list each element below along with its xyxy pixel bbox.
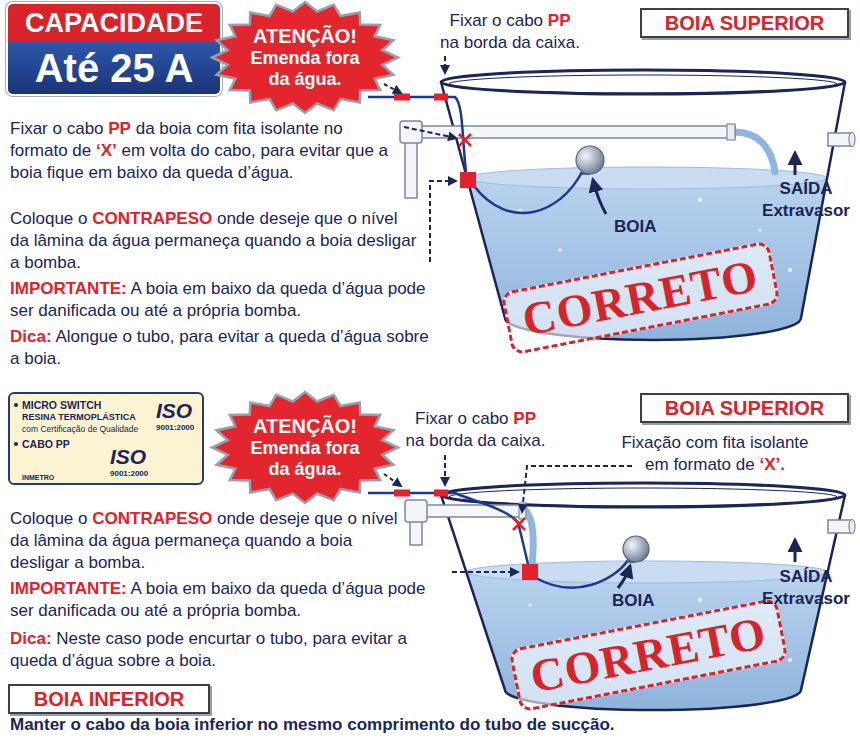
badge-value: Até 25 A [8, 42, 220, 94]
note-paragraph: Fixar o cabo PP na borda da caixa. [393, 408, 558, 452]
highlight-text: PP [513, 409, 536, 428]
section-tag: BOIA INFERIOR [8, 684, 210, 714]
capacity-badge: CAPACIDADEAté 25 A [8, 4, 220, 94]
note-paragraph: Manter o cabo da boia inferior no mesmo … [10, 714, 855, 736]
bullet-dot [14, 403, 18, 407]
note-text: BOIA [612, 591, 655, 610]
note-paragraph: Fixar o cabo PP da boia com fita isolant… [10, 118, 398, 184]
warning-text: Emenda fora da água. [245, 438, 365, 480]
feature-note: com Certificação de Qualidade [22, 424, 138, 434]
note-paragraph: Fixar o cabo PP na borda da caixa. [400, 10, 620, 54]
feature-text: CABO PP [22, 438, 70, 450]
section-tag: BOIA SUPERIOR [640, 8, 849, 38]
note-paragraph: SAÍDA Extravasor [758, 178, 854, 222]
note-paragraph: Coloque o CONTRAPESO onde deseje que o n… [10, 508, 405, 574]
highlight-text: IMPORTANTE: [10, 579, 127, 598]
section-title: BOIA SUPERIOR [650, 11, 839, 35]
note-paragraph: BOIA [614, 216, 657, 238]
note-paragraph: Dica: Neste caso pode encurtar o tubo, p… [10, 628, 440, 672]
iso-logo: ISO [156, 400, 192, 422]
note-paragraph: Fixação com fita isolante em formato de … [615, 432, 815, 476]
iso-number: 9001:2000 [156, 423, 194, 432]
correct-stamp: CORRETO [500, 241, 780, 356]
feature-text: MICRO SWITCH [22, 399, 101, 411]
note-text: Coloque o [10, 209, 88, 228]
badge-title: CAPACIDADE [8, 4, 220, 42]
highlight-text: PP [548, 11, 571, 30]
highlight-text: Dica: [10, 327, 52, 346]
correct-stamp: CORRETO [508, 598, 788, 713]
warning-starburst: ATENÇÃO!Emenda fora da água. [210, 0, 400, 115]
highlight-text: PP [108, 119, 131, 138]
note-paragraph: SAÍDA Extravasor [758, 566, 854, 610]
highlight-text: Dica: [10, 629, 52, 648]
stamp-text: CORRETO [518, 248, 763, 349]
warning-title: ATENÇÃO! [253, 25, 357, 48]
warning-text: Emenda fora da água. [245, 48, 365, 90]
certification-box: MICRO SWITCHRESINA TERMOPLÁSTICAcom Cert… [8, 392, 204, 485]
warning-title: ATENÇÃO! [253, 415, 357, 438]
warning-starburst: ATENÇÃO!Emenda fora da água. [210, 390, 400, 505]
note-paragraph: Coloque o CONTRAPESO onde deseje que o n… [10, 208, 420, 274]
note-text: Manter o cabo da boia inferior no mesmo … [10, 715, 615, 734]
note-text: Coloque o [10, 509, 88, 528]
iso-number: 9001:2000 [110, 469, 148, 478]
highlight-text: CONTRAPESO [92, 509, 212, 528]
note-text: Fixar o cabo [415, 409, 509, 428]
highlight-text: CONTRAPESO [92, 209, 212, 228]
note-paragraph: Dica: Alongue o tubo, para evitar a qued… [10, 326, 430, 370]
note-text: SAÍDA Extravasor [762, 179, 850, 220]
note-paragraph: IMPORTANTE: A boia em baixo da queda d’á… [10, 578, 440, 622]
note-text: na borda da caixa. [440, 33, 580, 52]
starburst-outline [212, 2, 398, 113]
highlight-text: ‘X’ [96, 141, 117, 160]
note-paragraph: BOIA [612, 590, 655, 612]
highlight-text: IMPORTANTE: [10, 279, 127, 298]
note-text: Neste caso pode encurtar o tubo, para ev… [10, 629, 407, 670]
section-title: BOIA SUPERIOR [650, 396, 839, 420]
bullet-dot [14, 442, 18, 446]
feature-text: RESINA TERMOPLÁSTICA [22, 412, 136, 423]
highlight-text: ‘X’. [759, 455, 785, 474]
bottom-tank [368, 455, 855, 710]
note-paragraph: IMPORTANTE: A boia em baixo da queda d’á… [10, 278, 430, 322]
note-text: Alongue o tubo, para evitar a queda d’ág… [10, 327, 429, 368]
note-text: Fixar o cabo [450, 11, 544, 30]
inmetro-text: INMETRO [22, 474, 54, 482]
note-text: na borda da caixa. [406, 431, 546, 450]
starburst-outline [212, 392, 398, 503]
section-tag: BOIA SUPERIOR [640, 393, 849, 423]
note-text: BOIA [614, 217, 657, 236]
note-text: SAÍDA Extravasor [762, 567, 850, 608]
iso-logo: ISO [110, 446, 146, 468]
stamp-text: CORRETO [526, 605, 771, 706]
section-title: BOIA INFERIOR [18, 687, 200, 711]
note-text: Fixar o cabo [10, 119, 104, 138]
